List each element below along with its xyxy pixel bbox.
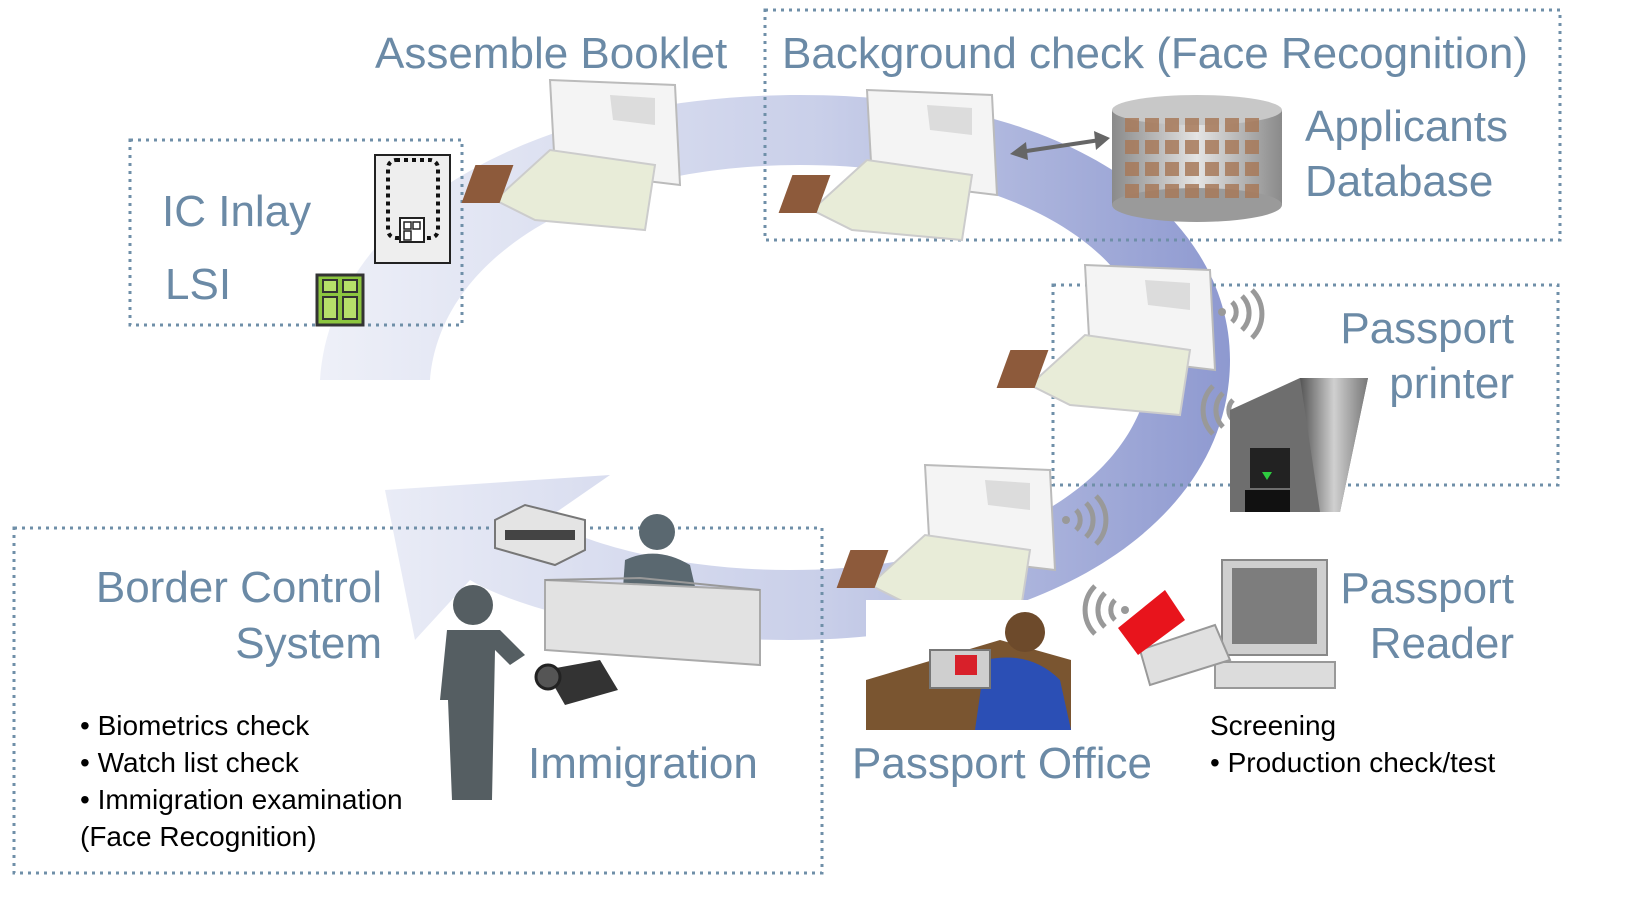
passport-booklet-icon [778, 88, 999, 242]
border-control-checks-list: • Biometrics check • Watch list check • … [80, 708, 403, 856]
passport-office-clerk-icon [866, 600, 1071, 730]
assemble-booklet-label: Assemble Booklet [375, 29, 728, 78]
screening-item: • Production check/test [1210, 746, 1496, 778]
immigration-label: Immigration [528, 739, 758, 788]
passport-booklet-icon [836, 463, 1057, 617]
immigration-officer-icon [544, 514, 761, 667]
passport-booklet-icon [996, 263, 1217, 417]
database-label: Database [1305, 157, 1494, 206]
ring-arrow-shape [320, 95, 1230, 640]
ic-inlay-label: IC Inlay [162, 187, 312, 236]
passport-printer-icon [1230, 378, 1368, 512]
passport-reader-icon [1118, 559, 1336, 689]
check-item: • Biometrics check [80, 710, 310, 741]
passport-reader-label-line1: Passport [1340, 564, 1514, 613]
cycle-arrow [320, 95, 1230, 640]
screening-title: Screening [1210, 710, 1337, 741]
ic-inlay-card-icon [374, 154, 451, 264]
check-item: • Watch list check [80, 746, 299, 778]
border-control-label-line1: Border Control [95, 563, 382, 612]
database-icon [1112, 95, 1282, 222]
check-item: • Immigration examination [80, 783, 403, 815]
applicants-label: Applicants [1305, 102, 1509, 151]
document-scanner-icon [494, 503, 586, 567]
traveler-silhouette-icon [440, 585, 525, 800]
check-item: (Face Recognition) [80, 820, 317, 852]
screening-section: Screening • Production check/test [1210, 708, 1495, 782]
wireless-signal-icon [1218, 288, 1265, 340]
passport-booklet-icon [461, 78, 682, 232]
passport-printer-label-line2: printer [1389, 359, 1514, 408]
camera-icon [534, 660, 618, 705]
lsi-chip-icon [315, 273, 365, 327]
lsi-label: LSI [165, 260, 232, 309]
ic-inlay-box [128, 138, 464, 327]
wireless-signal-icon [1062, 494, 1109, 546]
passport-reader-label-line2: Reader [1369, 619, 1514, 668]
passport-printer-label-line1: Passport [1340, 304, 1514, 353]
background-check-label: Background check (Face Recognition) [782, 29, 1528, 78]
passport-office-label: Passport Office [852, 739, 1152, 788]
border-control-label-line2: System [235, 619, 382, 668]
wireless-signal-icon [1082, 584, 1129, 636]
double-arrow-icon [1010, 131, 1110, 160]
